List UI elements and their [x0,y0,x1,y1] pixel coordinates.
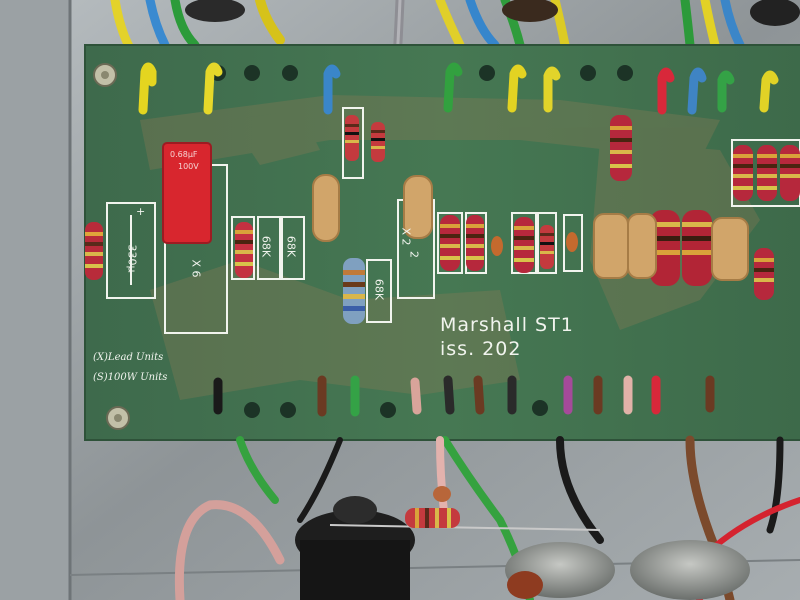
bottom-wire-loops [213,375,715,417]
resistor-r3 [345,115,359,161]
input-jack [295,496,415,600]
resistor-r14 [754,248,774,300]
red-film-capacitor [162,142,212,244]
mounting-screw-bottom [106,406,130,430]
resistor-r15-large [650,210,680,286]
resistor-r7 [466,215,484,271]
resistor-r12 [757,145,777,201]
tan-capacitors [312,174,749,281]
resistor-r13 [780,145,800,201]
resistor-r2 [235,222,253,278]
copper-traces [140,95,760,400]
top-wire-loops [138,62,779,115]
silk-label-68k-b: 68K [284,235,298,258]
silk-label-330u: 330µ [125,244,139,273]
capacitor-marking-value: 0.68µF [170,150,198,159]
resistor-r6 [440,215,460,271]
potentiometer-right [630,540,750,600]
brown-disc-capacitor [433,486,543,599]
resistor-r11 [733,145,753,201]
top-pad-row [210,65,633,81]
top-connectors [185,0,800,26]
bottom-pad-row [244,400,548,418]
silkscreen-outlines [106,107,800,334]
silk-label-68k-a: 68K [259,235,273,258]
note-100w-units: (S)100W Units [93,372,168,383]
board-issue: iss. 202 [440,338,522,360]
chassis-left-wall [0,0,70,600]
resistor-r5-blue [343,258,365,324]
note-lead-units: (X)Lead Units [93,352,164,363]
resistor-r1 [85,222,103,280]
silk-label-x2-sub: 2 [407,251,421,258]
board-title: Marshall ST1 [440,314,574,336]
capacitor-marking-voltage: 100V [178,162,199,171]
ceramic-capacitors [491,232,578,256]
mounting-screw-top [93,63,117,87]
silk-label-68k-c: 68K [372,278,386,301]
silk-label-plus: + [136,205,146,218]
loose-resistor [329,508,601,531]
resistor-r9 [540,225,554,269]
resistor-r8 [514,217,534,273]
silk-label-x6: X 6 [189,259,203,278]
resistor-r10 [610,115,632,181]
resistors [85,115,800,324]
resistor-r4 [371,122,385,162]
resistor-r16-large [682,210,712,286]
